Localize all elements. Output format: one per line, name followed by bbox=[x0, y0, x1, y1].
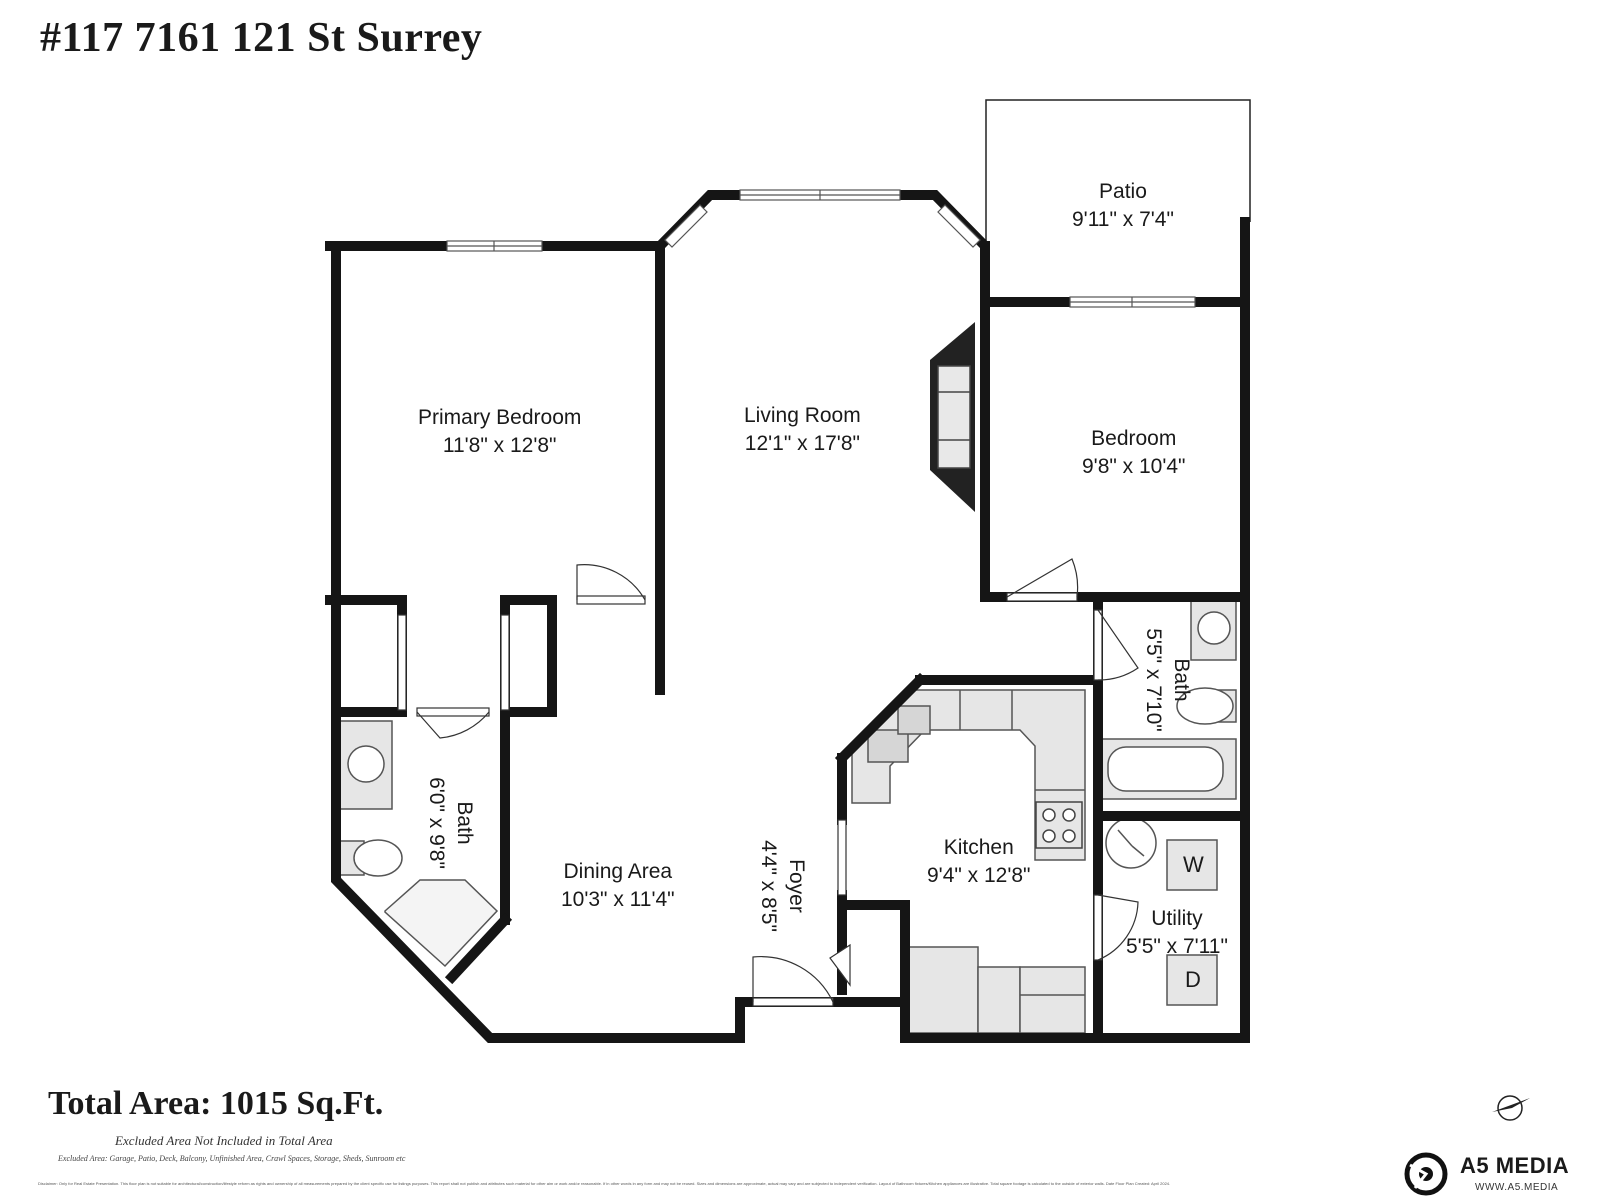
page-title: #117 7161 121 St Surrey bbox=[40, 15, 483, 61]
bath-left-fixtures bbox=[339, 720, 499, 968]
compass-icon bbox=[1492, 1095, 1530, 1121]
utility-name: Utility bbox=[1151, 907, 1203, 930]
brand-url[interactable]: WWW.A5.MEDIA bbox=[1475, 1182, 1559, 1193]
kitchen-name: Kitchen bbox=[943, 836, 1014, 859]
room-label-foyer: Foyer 4'4" x 8'5" bbox=[754, 840, 810, 932]
room-label-patio: Patio 9'11" x 7'4" bbox=[1072, 178, 1174, 234]
room-label-utility: Utility 5'5" x 7'11" bbox=[1126, 905, 1228, 961]
kitchen-counters bbox=[851, 689, 1086, 1034]
primary-bedroom-name: Primary Bedroom bbox=[418, 406, 582, 429]
excluded-note: Excluded Area Not Included in Total Area bbox=[115, 1133, 333, 1148]
fireplace bbox=[930, 322, 975, 512]
dryer-label: D bbox=[1185, 967, 1201, 992]
bath-right-dims: 5'5" x 7'10" bbox=[1141, 628, 1165, 732]
windows bbox=[446, 189, 1196, 308]
foyer-name: Foyer bbox=[784, 859, 808, 913]
bath-left-name: Bath bbox=[452, 801, 476, 845]
utility-fixtures bbox=[1105, 817, 1218, 1006]
foyer-dims: 4'4" x 8'5" bbox=[756, 840, 780, 932]
bedroom-name: Bedroom bbox=[1091, 427, 1177, 450]
living-room-dims: 12'1" x 17'8" bbox=[744, 432, 860, 455]
total-area: Total Area: 1015 Sq.Ft. bbox=[48, 1085, 384, 1122]
washer-label: W bbox=[1183, 852, 1204, 877]
utility-dims: 5'5" x 7'11" bbox=[1126, 935, 1228, 958]
bath-right-fixtures bbox=[1098, 595, 1237, 800]
disclaimer: Disclaimer: Only for Real Estate Present… bbox=[38, 1181, 1171, 1186]
doors bbox=[397, 558, 1139, 1007]
room-label-bath-left: Bath 6'0" x 9'8" bbox=[422, 777, 478, 869]
bedroom-dims: 9'8" x 10'4" bbox=[1082, 455, 1186, 478]
room-label-living-room: Living Room 12'1" x 17'8" bbox=[744, 402, 861, 458]
primary-bedroom-dims: 11'8" x 12'8" bbox=[442, 434, 557, 457]
stove-icon bbox=[1035, 801, 1083, 849]
room-label-bath-right: Bath 5'5" x 7'10" bbox=[1139, 628, 1195, 732]
room-label-primary-bedroom: Primary Bedroom 11'8" x 12'8" bbox=[418, 404, 581, 460]
bath-right-name: Bath bbox=[1169, 658, 1193, 702]
kitchen-dims: 9'4" x 12'8" bbox=[927, 864, 1031, 887]
bath-left-dims: 6'0" x 9'8" bbox=[424, 777, 448, 869]
patio-name: Patio bbox=[1099, 180, 1147, 203]
patio-outline bbox=[985, 99, 1251, 300]
room-label-kitchen: Kitchen 9'4" x 12'8" bbox=[927, 834, 1031, 890]
dining-area-dims: 10'3" x 11'4" bbox=[561, 888, 675, 911]
dining-area-name: Dining Area bbox=[563, 860, 673, 883]
excluded-detail: Excluded Area: Garage, Patio, Deck, Balc… bbox=[58, 1154, 406, 1163]
room-label-dining-area: Dining Area 10'3" x 11'4" bbox=[561, 858, 675, 914]
room-label-bedroom: Bedroom 9'8" x 10'4" bbox=[1082, 425, 1186, 481]
brand-name: A5 MEDIA bbox=[1460, 1153, 1570, 1178]
brand-logo-icon bbox=[1404, 1152, 1448, 1196]
living-room-name: Living Room bbox=[744, 404, 861, 427]
patio-dims: 9'11" x 7'4" bbox=[1072, 208, 1174, 231]
